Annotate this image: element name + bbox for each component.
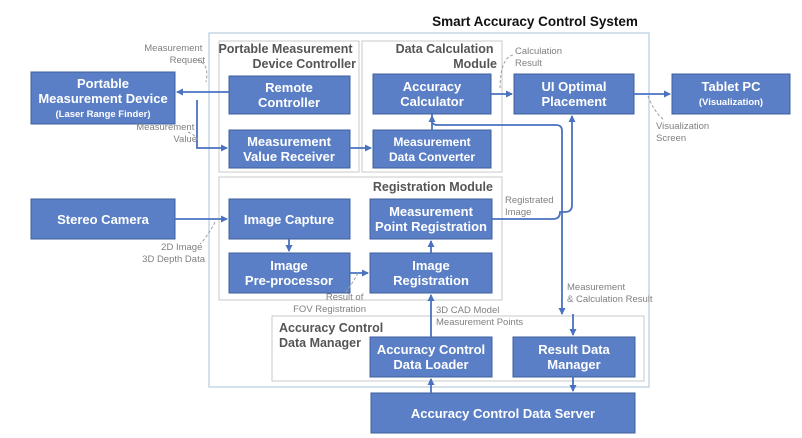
accuracy-control-data-manager-title: Accuracy Control Data Manager — [279, 321, 387, 350]
data-calculation-module-title: Data Calculation Module — [396, 42, 497, 71]
label-calculation-result: Calculation Result — [515, 46, 565, 69]
leader-fov-registration — [345, 272, 359, 293]
label-fov-registration: Result of FOV Registration — [293, 292, 366, 315]
svg-text:(Visualization): (Visualization) — [699, 97, 763, 108]
system-boundary — [208, 32, 650, 388]
arrow-calc-result-to-result-manager — [431, 114, 566, 315]
image-capture: Image Capture — [228, 198, 351, 240]
label-measurement-calculation-result: Measurement & Calculation Result — [567, 282, 653, 305]
label-measurement-value: Measurement Value — [136, 122, 197, 145]
accuracy-control-data-server: Accuracy Control Data Server — [370, 392, 636, 434]
label-visualization-screen: Visualization Screen — [656, 121, 712, 144]
leader-calculation-result — [499, 54, 514, 91]
leader-measurement-value — [187, 131, 198, 141]
arrow-device-to-receiver — [196, 100, 228, 152]
svg-text:Stereo Camera: Stereo Camera — [57, 212, 150, 227]
svg-text:(Laser Range Finder): (Laser Range Finder) — [55, 109, 150, 120]
label-image-depth: 2D Image 3D Depth Data — [142, 242, 206, 265]
system-title: Smart Accuracy Control System — [432, 14, 638, 29]
data-calculation-module — [361, 40, 503, 173]
leader-visualization-screen — [647, 95, 665, 121]
registration-module-title: Registration Module — [373, 180, 493, 194]
label-measurement-request: Measurement Request — [144, 43, 205, 66]
portable-controller-module — [218, 40, 360, 173]
accuracy-control-data-manager-module — [271, 315, 645, 382]
leader-measurement-request — [196, 59, 208, 83]
tablet-pc: Tablet PC (Visualization) — [671, 73, 791, 115]
label-registrated-image: Registrated Image — [505, 195, 556, 218]
stereo-camera: Stereo Camera — [30, 198, 176, 240]
svg-text:Image Capture: Image Capture — [244, 212, 334, 227]
portable-controller-module-title: Portable Measurement Device Controller — [218, 42, 356, 71]
svg-text:Tablet PC: Tablet PC — [702, 79, 762, 94]
registration-module — [218, 176, 503, 301]
svg-text:Accuracy Control Data Server: Accuracy Control Data Server — [411, 406, 595, 421]
label-cad-model: 3D CAD Model Measurement Points — [436, 305, 523, 328]
leader-image-depth — [199, 221, 216, 245]
